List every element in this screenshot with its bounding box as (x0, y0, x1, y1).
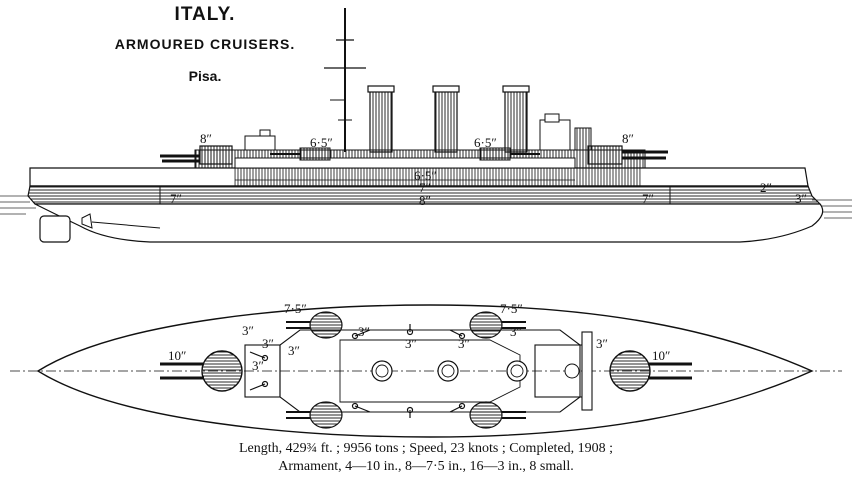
turret-aft-profile (199, 145, 233, 165)
label-turret-aft-plan: 10″ (168, 348, 186, 363)
hull-underwater (34, 203, 824, 243)
label-mid-3d: 3″ (510, 324, 522, 339)
caption-line-2: Armament, 4—10 in., 8—7·5 in., 16—3 in.,… (278, 459, 574, 474)
label-belt-aft: 7″ (170, 191, 182, 206)
label-wing-fwd: 7·5″ (500, 301, 523, 316)
label-bow-upper: 2″ (760, 180, 772, 195)
label-turret-fwd-plan: 10″ (652, 348, 670, 363)
funnels (367, 85, 530, 153)
deck-outline (36, 304, 814, 438)
label-belt-fwd: 7″ (642, 191, 654, 206)
label-aft-3a: 3″ (242, 323, 254, 338)
ship-type-title: ARMOURED CRUISERS. (114, 36, 296, 52)
label-mid-3a: 3″ (358, 324, 370, 339)
label-aft-3d: 3″ (288, 343, 300, 358)
label-casemate-fwd: 6·5″ (474, 135, 497, 150)
plan-view: 7·5″ 7·5″ 10″ 10″ 3″ 3″ 3″ 3″ 3″ 3″ 3″ 3… (10, 301, 842, 438)
small-guns-plan (249, 324, 466, 418)
label-belt-mid: 8″ (419, 193, 431, 208)
label-citadel: 6·5″ (414, 168, 437, 183)
label-aft-3c: 3″ (252, 358, 264, 373)
label-fwd-3a: 3″ (596, 336, 608, 351)
turret-fwd-plan (609, 350, 692, 392)
country-title: ITALY. (174, 4, 236, 25)
label-upper-belt: 7″ (419, 180, 431, 195)
turret-fwd-profile (587, 145, 623, 165)
caption-line-1: Length, 429¾ ft. ; 9956 tons ; Speed, 23… (238, 441, 614, 456)
label-aft-3b: 3″ (262, 336, 274, 351)
mast (324, 8, 366, 152)
propeller (81, 213, 93, 229)
profile-view: 8″ 8″ 6·5″ 6·5″ 6·5″ 7″ 8″ 7″ 7″ 2″ 3″ (0, 8, 852, 243)
label-bow-lower: 3″ (795, 191, 807, 206)
label-fwd-turret-armour: 8″ (622, 131, 634, 146)
wing-turrets-plan (286, 311, 526, 429)
turret-aft-plan (160, 350, 243, 392)
rudder (39, 215, 71, 243)
label-mid-3c: 3″ (458, 336, 470, 351)
ship-name-title: Pisa. (188, 68, 222, 84)
label-aft-turret-armour: 8″ (200, 131, 212, 146)
label-mid-3b: 3″ (405, 336, 417, 351)
label-casemate-aft: 6·5″ (310, 135, 333, 150)
label-wing-aft: 7·5″ (284, 301, 307, 316)
